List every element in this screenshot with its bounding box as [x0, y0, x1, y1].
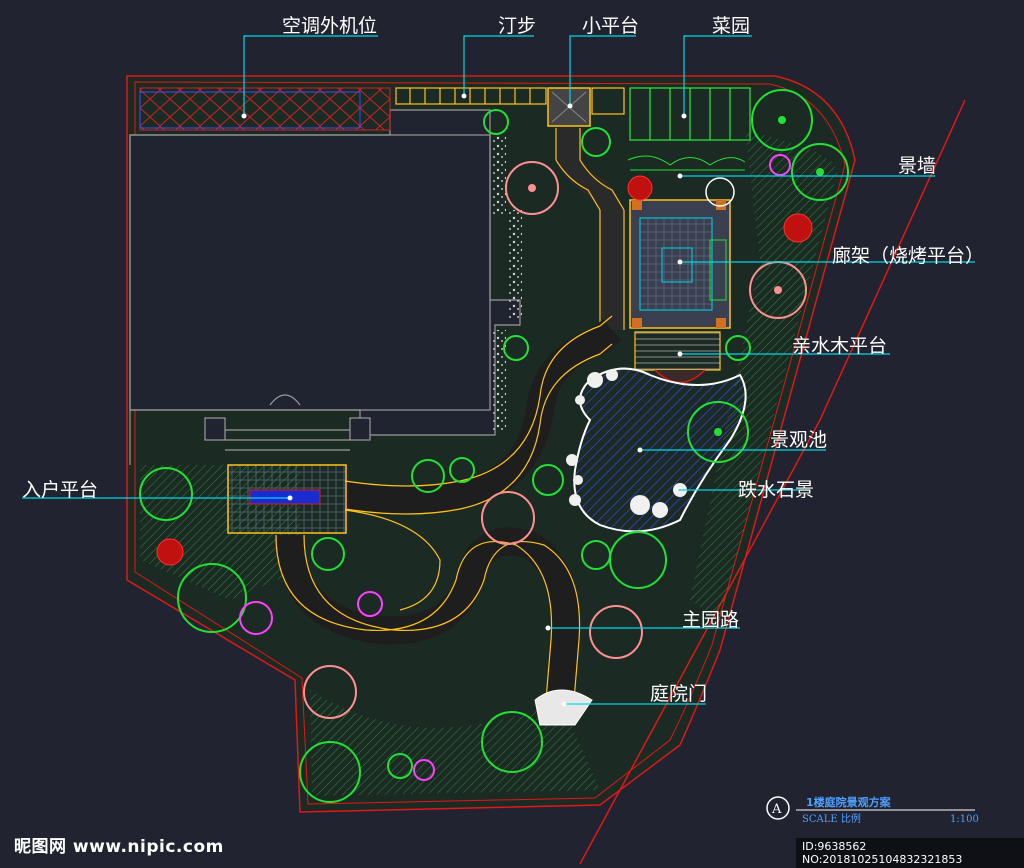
- tree: [783, 213, 813, 243]
- tree: [503, 335, 529, 361]
- label-gate: 庭院门: [650, 683, 707, 705]
- planting-bed-east: [690, 130, 838, 620]
- label-vegetable-garden: 菜园: [712, 15, 750, 37]
- watermark-site: 昵图网 www.nipic.com: [14, 837, 224, 857]
- tree: [387, 753, 413, 779]
- ac-unit-area: [139, 87, 391, 131]
- tree: [311, 537, 345, 571]
- label-entry: 入户平台: [22, 479, 98, 501]
- tree: [481, 491, 535, 545]
- tree: [769, 154, 791, 176]
- trees: [139, 89, 849, 803]
- tree: [532, 464, 564, 496]
- main-path: [275, 315, 621, 702]
- leader-lines: [22, 35, 975, 705]
- leader-dots: [241, 93, 687, 707]
- title-marker-letter: A: [771, 802, 782, 817]
- tree: [449, 457, 475, 483]
- label-pond: 景观池: [770, 429, 827, 451]
- vegetable-garden: [629, 87, 751, 141]
- upper-path: [557, 128, 623, 330]
- gravel-strip-3: [492, 330, 506, 430]
- scale-value: 1:100: [950, 814, 979, 825]
- title-marker: [766, 796, 790, 820]
- title-block-title: 1楼庭院景观方案: [806, 795, 892, 809]
- gravel-strip: [492, 135, 506, 215]
- label-small-platform: 小平台: [582, 15, 639, 37]
- ac-unit-frame: [139, 91, 361, 129]
- tree: [791, 143, 849, 201]
- tree: [239, 601, 273, 635]
- stepping-stones: [395, 87, 625, 115]
- tree: [303, 665, 357, 719]
- label-deck: 亲水木平台: [792, 335, 887, 357]
- tree: [589, 605, 643, 659]
- tree: [581, 127, 611, 157]
- label-waterfall: 跌水石景: [738, 479, 814, 501]
- watermark-id: ID:9638562 NO:20181025104832321853: [796, 838, 1024, 868]
- tree: [751, 89, 813, 151]
- garden-gate: [534, 689, 593, 726]
- title-block: A 1楼庭院景观方案 SCALE 比例 1:100: [766, 795, 979, 825]
- feature-wall: [627, 155, 746, 171]
- building: [129, 109, 521, 465]
- tree: [357, 591, 383, 617]
- label-main-path: 主园路: [682, 609, 739, 631]
- tree: [725, 335, 751, 361]
- tree: [177, 563, 247, 633]
- tree: [505, 161, 559, 215]
- tree: [705, 177, 735, 207]
- tree: [481, 711, 543, 773]
- outer-boundary-line: [579, 99, 966, 864]
- tree: [581, 540, 611, 570]
- label-feature-wall: 景墙: [898, 155, 936, 177]
- tree: [687, 401, 749, 463]
- tree: [411, 459, 445, 493]
- tree: [413, 759, 435, 781]
- entry-platform: [227, 464, 347, 534]
- tree: [156, 538, 184, 566]
- tree: [139, 467, 193, 521]
- tree: [483, 109, 509, 135]
- scale-label: SCALE 比例: [802, 812, 861, 825]
- label-stepping: 汀步: [498, 15, 536, 37]
- water-deck: [634, 331, 721, 384]
- label-ac-unit: 空调外机位: [282, 15, 377, 37]
- tree: [627, 175, 653, 201]
- label-pergola: 廊架（烧烤平台）: [832, 245, 984, 267]
- tree: [299, 741, 361, 803]
- gravel-strip-2: [508, 210, 522, 320]
